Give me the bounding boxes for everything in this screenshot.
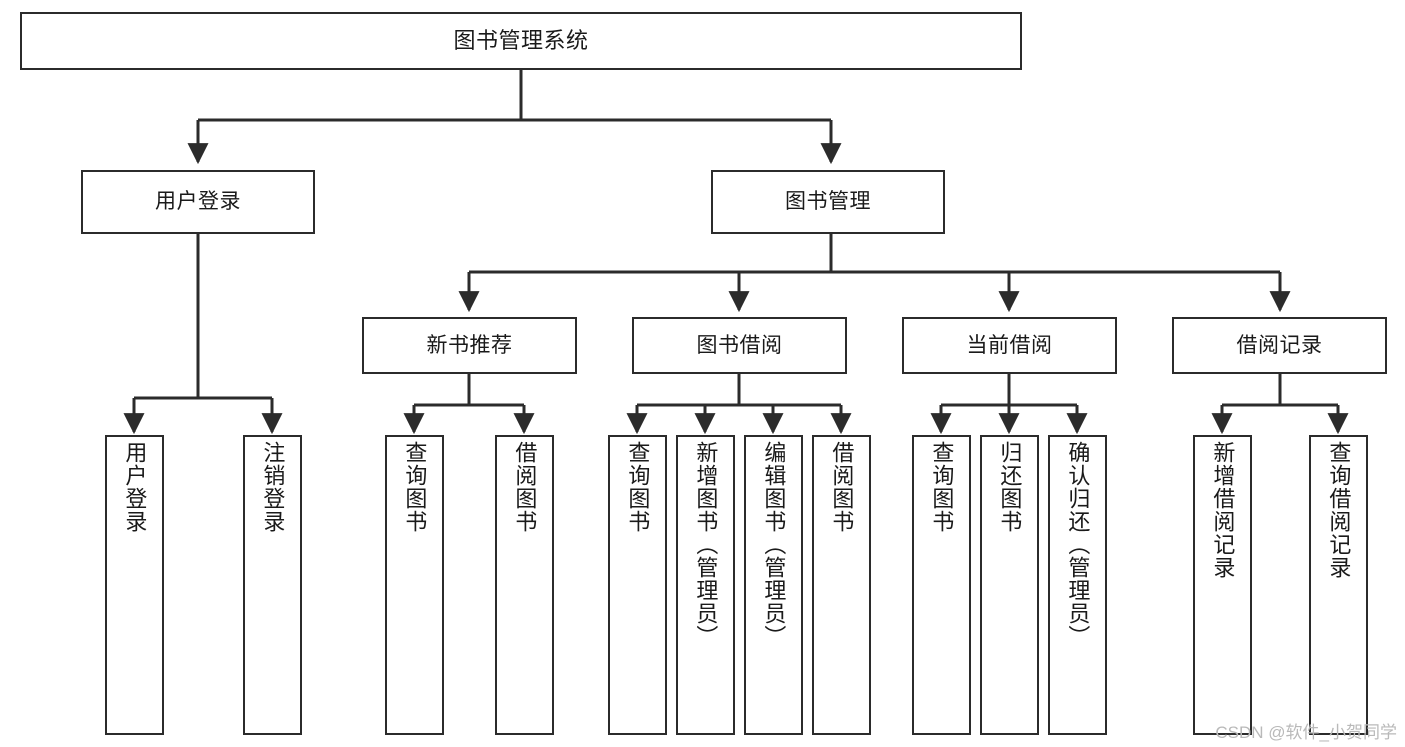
node-label: 当前借阅: [966, 333, 1053, 357]
node-label: 图书借阅: [696, 333, 783, 357]
node-leaf-borrow-book-1[interactable]: 借阅图书: [495, 435, 554, 735]
node-root-system[interactable]: 图书管理系统: [20, 12, 1022, 70]
node-label: 新增借阅记录: [1210, 441, 1236, 579]
node-label: 查询图书: [625, 441, 651, 533]
node-label: 借阅记录: [1236, 333, 1323, 357]
csdn-watermark: CSDN @软件_小贺同学: [1215, 723, 1397, 742]
node-label: 确认归还（管理员）: [1065, 441, 1091, 648]
node-label: 图书管理系统: [453, 27, 589, 53]
node-leaf-logout-login[interactable]: 注销登录: [243, 435, 302, 735]
node-user-login[interactable]: 用户登录: [81, 170, 315, 234]
node-leaf-add-record[interactable]: 新增借阅记录: [1193, 435, 1252, 735]
node-leaf-confirm-return[interactable]: 确认归还（管理员）: [1048, 435, 1107, 735]
node-label: 图书管理: [785, 190, 871, 214]
node-label: 查询图书: [929, 441, 955, 533]
node-new-book-recommend[interactable]: 新书推荐: [362, 317, 577, 374]
node-leaf-query-record[interactable]: 查询借阅记录: [1309, 435, 1368, 735]
node-leaf-edit-book[interactable]: 编辑图书（管理员）: [744, 435, 803, 735]
node-label: 新增图书（管理员）: [693, 441, 719, 648]
node-label: 新书推荐: [426, 333, 513, 357]
node-leaf-query-book-3[interactable]: 查询图书: [912, 435, 971, 735]
node-label: 编辑图书（管理员）: [761, 441, 787, 648]
node-label: 查询借阅记录: [1326, 441, 1352, 579]
node-label: 查询图书: [402, 441, 428, 533]
node-leaf-query-book-2[interactable]: 查询图书: [608, 435, 667, 735]
node-label: 用户登录: [155, 190, 241, 214]
node-label: 归还图书: [997, 441, 1023, 533]
node-label: 借阅图书: [512, 441, 538, 533]
node-label: 注销登录: [260, 441, 286, 533]
node-leaf-add-book[interactable]: 新增图书（管理员）: [676, 435, 735, 735]
node-label: 用户登录: [122, 441, 148, 533]
node-leaf-query-book-1[interactable]: 查询图书: [385, 435, 444, 735]
node-leaf-return-book[interactable]: 归还图书: [980, 435, 1039, 735]
node-current-borrow[interactable]: 当前借阅: [902, 317, 1117, 374]
node-book-borrow[interactable]: 图书借阅: [632, 317, 847, 374]
node-book-management[interactable]: 图书管理: [711, 170, 945, 234]
node-label: 借阅图书: [829, 441, 855, 533]
node-leaf-borrow-book-2[interactable]: 借阅图书: [812, 435, 871, 735]
node-borrow-record[interactable]: 借阅记录: [1172, 317, 1387, 374]
node-leaf-user-login[interactable]: 用户登录: [105, 435, 164, 735]
